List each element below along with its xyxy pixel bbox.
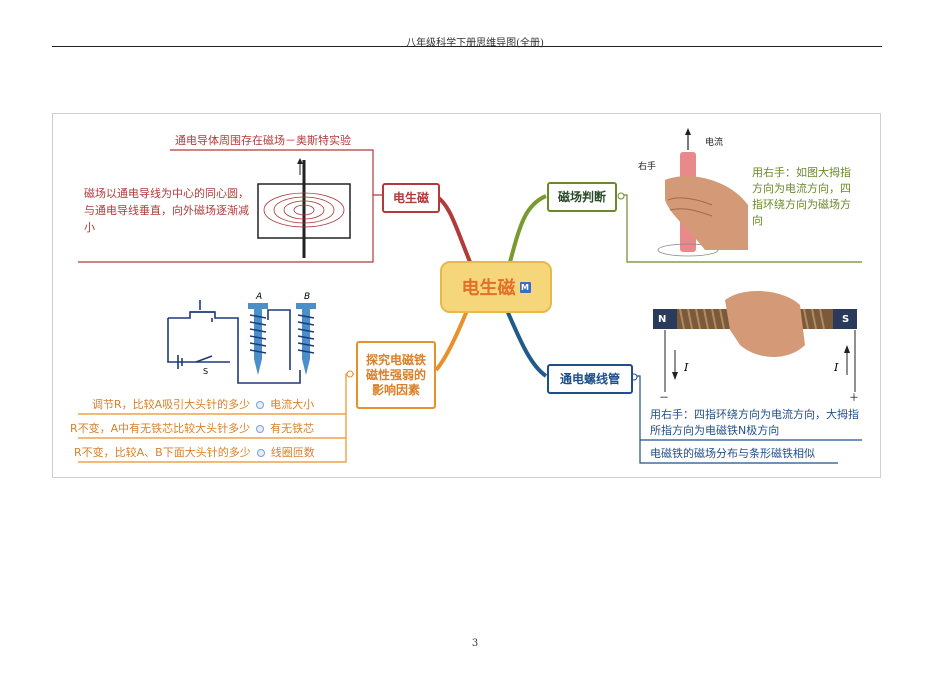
- explore-row-1: 调节R，比较A吸引大头针的多少 电流大小: [92, 397, 314, 412]
- branch-explore-line-2: 磁性强弱的: [365, 367, 426, 382]
- circuit-figure: [167, 300, 301, 384]
- bullet-icon: [256, 425, 265, 433]
- electro-top-line: [170, 149, 382, 196]
- page-header-title: 八年级科学下册思维导图(全册): [406, 38, 544, 49]
- explore-row-1-method: 调节R，比较A吸引大头针的多少: [92, 398, 251, 411]
- nail-a: [248, 303, 268, 375]
- branch-judge-label: 磁场判断: [557, 189, 606, 204]
- map-badge-icon: M: [519, 281, 531, 293]
- nail-b: [296, 303, 316, 375]
- solenoid-plus: ＋: [849, 393, 859, 404]
- branch-explore-node[interactable]: 探究电磁铁 磁性强弱的 影响因素: [356, 341, 436, 409]
- explore-row-3: R不变，比较A、B下面大头针的多少 线圈匝数: [74, 445, 315, 460]
- branch-judge-curve: [508, 194, 547, 263]
- fig-switch-label: S: [203, 367, 209, 376]
- branch-solenoid-curve: [504, 307, 548, 378]
- explore-row-2-factor: 有无铁芯: [270, 422, 315, 435]
- bullet-icon: [256, 449, 265, 457]
- solenoid-s-label: S: [842, 314, 850, 325]
- explore-row-3-factor: 线圈匝数: [270, 446, 315, 459]
- explore-row-2-method: R不变，A中有无铁芯比较大头针多少: [70, 422, 251, 435]
- branch-electro-node[interactable]: 电生磁: [382, 183, 440, 213]
- explore-row-1-factor: 电流大小: [270, 398, 315, 411]
- branch-judge-node[interactable]: 磁场判断: [547, 182, 617, 212]
- electro-side-line: [78, 195, 374, 263]
- electro-side-note: 磁场以通电导线为中心的同心圆，与通电导线垂直，向外磁场逐渐减小: [84, 187, 249, 234]
- electro-top-note: 通电导体周围存在磁场－奥斯特实验: [175, 134, 351, 147]
- fig-hand-label: 右手: [638, 162, 657, 172]
- central-topic-label: 电生磁: [461, 278, 516, 299]
- mind-map-frame: [52, 113, 881, 478]
- solenoid-note-1: 用右手：四指环绕方向为电流方向，大拇指所指方向为电磁铁N极方向: [650, 408, 859, 437]
- fig-b-label: B: [304, 292, 311, 302]
- judge-note: 用右手：如图大拇指方向为电流方向，四指环绕方向为磁场方向: [752, 166, 851, 227]
- solenoid-figure: [653, 290, 857, 392]
- solenoid-i-right: I: [834, 361, 839, 374]
- oersted-figure: [257, 158, 351, 258]
- explore-row-2: R不变，A中有无铁芯比较大头针多少 有无铁芯: [70, 421, 314, 436]
- header-rule: [52, 46, 882, 47]
- branch-explore-line-3: 影响因素: [371, 382, 420, 397]
- solenoid-n-label: N: [658, 314, 667, 325]
- branch-explore-curve: [434, 307, 470, 372]
- central-topic[interactable]: 电生磁 M: [440, 261, 552, 313]
- branch-electro-curve: [434, 194, 472, 263]
- fig-current-label: 电流: [705, 138, 724, 148]
- branch-electro-label: 电生磁: [392, 190, 429, 205]
- branch-solenoid-node[interactable]: 通电螺线管: [547, 364, 633, 394]
- solenoid-i-left: I: [684, 361, 689, 374]
- explore-row-3-method: R不变，比较A、B下面大头针的多少: [74, 446, 251, 459]
- branch-solenoid-label: 通电螺线管: [559, 371, 620, 386]
- bullet-icon: [256, 401, 265, 409]
- solenoid-minus: －: [659, 393, 669, 404]
- page-number: 3: [471, 638, 479, 649]
- solenoid-note-2: 电磁铁的磁场分布与条形磁铁相似: [650, 447, 815, 460]
- branch-explore-line-1: 探究电磁铁: [365, 352, 426, 367]
- right-hand-figure: [657, 128, 748, 257]
- fig-a-label: A: [256, 292, 263, 302]
